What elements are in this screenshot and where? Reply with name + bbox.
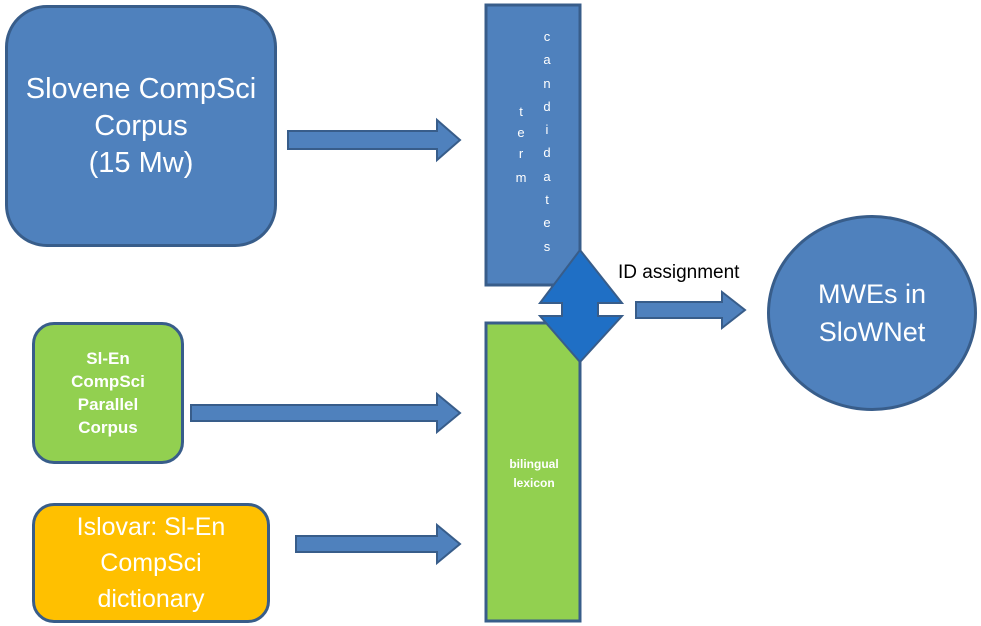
corpus-line: Corpus (94, 109, 188, 142)
dictionary-line: CompSci (100, 549, 202, 577)
mwe-line: SloWNet (818, 317, 926, 347)
parallel-line: CompSci (71, 372, 145, 391)
corpus-line: (15 Mw) (88, 146, 194, 179)
double-arrow-id-assignment (537, 248, 625, 364)
islovar-dictionary-box: Islovar: Sl-En CompSci dictionary (32, 503, 270, 623)
slovene-corpus-box: Slovene CompSci Corpus (15 Mw) (5, 5, 277, 247)
candidates-letter: e (543, 215, 550, 230)
candidates-letter: a (543, 52, 551, 67)
candidates-letter: s (544, 239, 551, 254)
mwe-line: MWEs in (818, 279, 926, 309)
arrow-parallel-to-lexicon (190, 391, 462, 435)
lexicon-line: lexicon (513, 476, 555, 490)
term-letter: r (519, 146, 524, 161)
id-assignment-label: ID assignment (618, 262, 740, 283)
candidates-letter: d (543, 99, 550, 114)
term-letter: m (516, 170, 527, 185)
parallel-line: Parallel (77, 395, 139, 414)
bilingual-lexicon-label: bilingual lexicon (498, 455, 570, 493)
arrow-to-mwes (635, 289, 747, 331)
term-word: t e r m (516, 104, 527, 185)
term-candidates-column (484, 3, 582, 287)
lexicon-line: bilingual (509, 457, 559, 471)
dictionary-line: Islovar: Sl-En (76, 513, 226, 541)
candidates-letter: a (543, 169, 551, 184)
parallel-line: Corpus (78, 418, 138, 437)
corpus-line: Slovene CompSci (25, 72, 257, 105)
parallel-corpus-box: Sl-En CompSci Parallel Corpus (32, 322, 184, 464)
term-letter: t (519, 104, 523, 119)
bilingual-lexicon-column (484, 321, 582, 623)
arrow-dictionary-to-lexicon (295, 522, 462, 566)
candidates-letter: i (546, 122, 549, 137)
parallel-line: Sl-En (86, 349, 130, 368)
dictionary-line: dictionary (97, 585, 205, 613)
term-letter: e (517, 125, 524, 140)
mwes-in-slownet-circle: MWEs in SloWNet (767, 215, 977, 411)
candidates-word: c a n d i d a t e s (543, 29, 551, 254)
candidates-letter: t (545, 192, 549, 207)
arrow-corpus-to-candidates (287, 117, 462, 163)
candidates-letter: n (543, 76, 550, 91)
candidates-letter: c (544, 29, 551, 44)
candidates-letter: d (543, 145, 550, 160)
